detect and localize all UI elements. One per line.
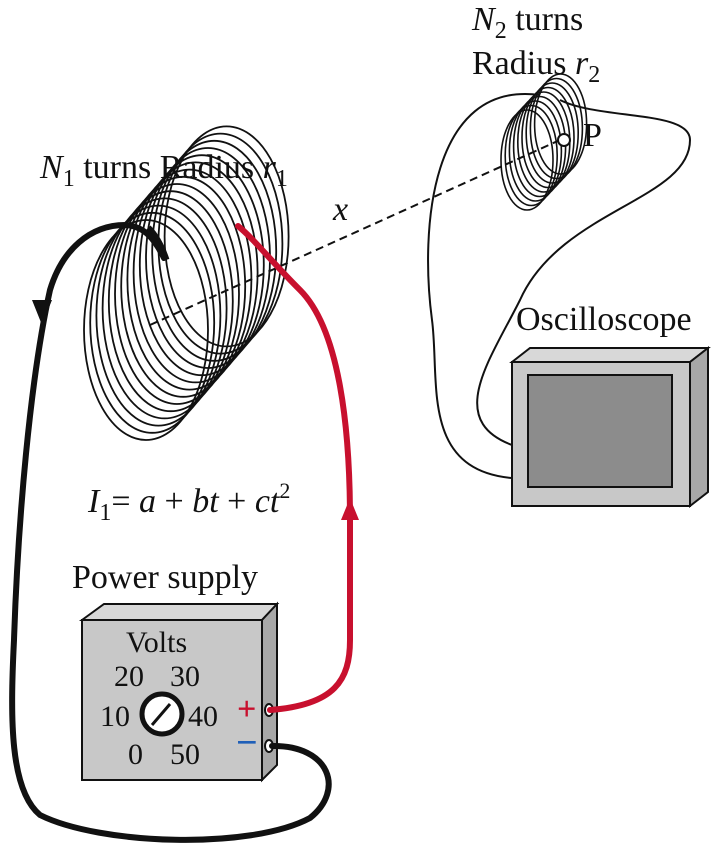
coil-2-turns-label: N2 turns — [471, 1, 583, 44]
coil-2-radius-label: Radius r2 — [472, 45, 600, 88]
coil1-turn — [95, 204, 222, 427]
coil1-turn — [107, 190, 234, 413]
distance-axis-line — [149, 139, 561, 326]
point-p-label: P — [583, 117, 602, 154]
power-supply-side-face — [261, 601, 278, 783]
coil2-turn — [529, 77, 584, 180]
oscilloscope-wire-left — [427, 92, 541, 479]
coil1-turn — [83, 219, 209, 441]
minus-symbol: − — [236, 722, 258, 764]
plus-symbol: + — [237, 691, 256, 728]
red-wire-arrow — [341, 498, 359, 520]
coil1-turn — [89, 211, 216, 434]
black-wire-arrow — [32, 300, 52, 325]
distance-label: x — [332, 191, 348, 228]
coil2-turn — [533, 73, 588, 175]
coil1-turn — [151, 139, 278, 362]
coil1-turn — [120, 175, 247, 398]
red-wire — [235, 223, 353, 713]
oscilloscope-screen — [527, 374, 673, 488]
coil1-turn — [101, 197, 228, 420]
voltage-knob-pointer — [150, 703, 172, 726]
volts-label: Volts — [126, 626, 187, 659]
dial-mark-20: 20 — [114, 660, 144, 693]
current-equation: I1= a + bt + ct2 — [87, 478, 290, 526]
coil1-turn — [163, 125, 290, 348]
dial-mark-10: 10 — [100, 700, 130, 733]
oscilloscope — [509, 345, 711, 509]
black-wire — [9, 221, 332, 843]
power-supply-top-face — [78, 603, 280, 621]
dial-mark-50: 50 — [170, 738, 200, 771]
power-supply — [78, 601, 280, 783]
power-supply-label: Power supply — [72, 559, 258, 596]
oscilloscope-side-face — [689, 345, 709, 509]
oscilloscope-label: Oscilloscope — [516, 301, 692, 338]
point-p-marker — [557, 133, 571, 147]
coil-1 — [83, 125, 290, 441]
coil1-turn — [132, 161, 259, 384]
coil2-turn — [521, 86, 575, 189]
oscilloscope-wire-right — [476, 99, 692, 446]
coil1-turn — [114, 183, 240, 405]
dial-mark-30: 30 — [170, 660, 200, 693]
oscilloscope-top-face — [509, 347, 711, 363]
dial-mark-40: 40 — [188, 700, 218, 733]
dial-mark-0: 0 — [128, 738, 143, 771]
coil-1-label: N1 turns Radius r1 — [39, 149, 288, 192]
coil2-turn — [525, 82, 580, 184]
coil1-turn — [138, 154, 265, 377]
